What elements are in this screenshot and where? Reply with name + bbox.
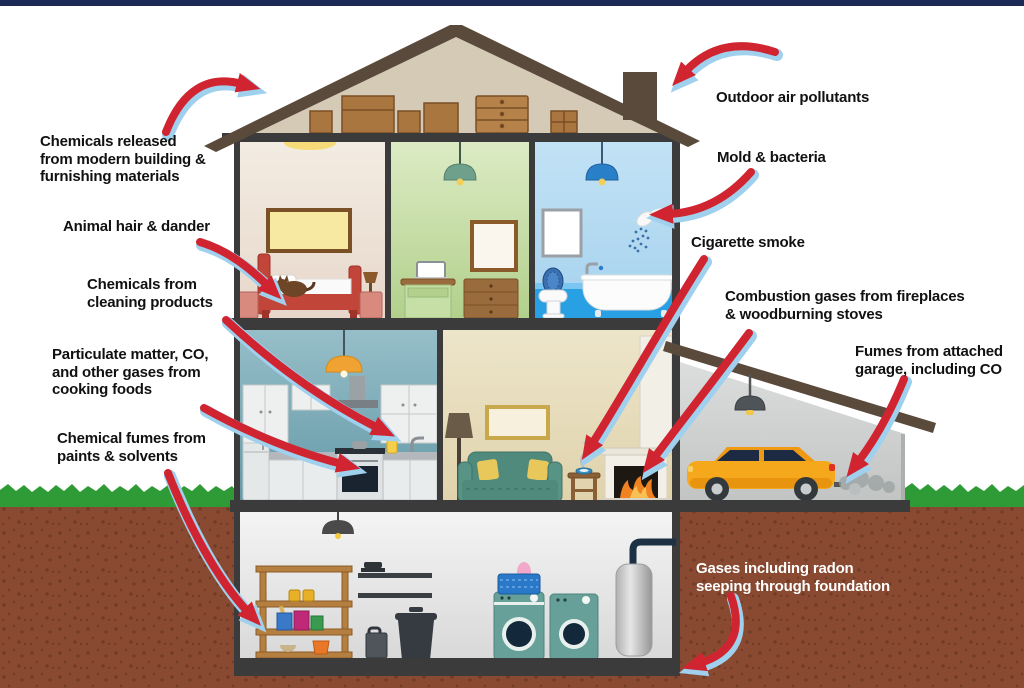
label-animal-hair: Animal hair & dander xyxy=(63,218,210,235)
wall-picture xyxy=(485,405,550,440)
arrow-outdoor-air-icon xyxy=(670,42,783,93)
bathroom-mirror xyxy=(541,208,583,258)
fire-flames-icon xyxy=(620,476,656,498)
nightstand-left xyxy=(237,291,259,319)
washing-machine xyxy=(493,591,545,661)
laptop-icon xyxy=(416,261,446,279)
headlight-icon xyxy=(688,466,693,472)
arrow-animal-hair-icon xyxy=(196,238,287,306)
second-floor xyxy=(237,136,674,319)
arrow-radon-icon xyxy=(679,592,744,677)
label-combustion-gases: Combustion gases from fireplaces & woodb… xyxy=(725,288,965,323)
label-cleaning-products: Chemicals from cleaning products xyxy=(87,276,213,311)
attic-boxes xyxy=(309,95,578,134)
arrow-paints-solvents-icon xyxy=(164,469,267,633)
arrow-building-materials-icon xyxy=(162,73,268,141)
arrow-combustion-icon xyxy=(641,329,757,481)
basement xyxy=(234,506,680,676)
pollutant-arrows xyxy=(162,42,912,677)
bedroom-office-wall xyxy=(385,142,391,318)
second-floor-slab xyxy=(230,318,677,330)
label-outdoor-air-pollutants: Outdoor air pollutants xyxy=(716,89,870,106)
top-border-bar xyxy=(0,0,1024,6)
office-picture xyxy=(470,220,518,272)
jars xyxy=(288,589,315,602)
shower-spray-icon xyxy=(628,227,650,253)
basement-floor xyxy=(234,658,680,676)
bathtub-icon xyxy=(580,262,674,317)
arrow-cooking-icon xyxy=(200,404,368,478)
basement-right-wall xyxy=(672,506,680,662)
paint-cans xyxy=(276,605,324,631)
label-cooking-gases: Particulate matter, CO, and other gases … xyxy=(52,346,209,399)
arrow-cigarette-icon xyxy=(581,255,712,468)
kitchen-pendant-lamp-icon xyxy=(325,330,363,378)
orange-basket xyxy=(312,640,330,655)
basement-left-wall xyxy=(234,506,240,662)
office-pendant-lamp-icon xyxy=(443,142,477,186)
table-lamp-icon xyxy=(363,272,378,283)
bowl xyxy=(280,645,296,652)
grass-left xyxy=(0,484,237,507)
office-bathroom-wall xyxy=(529,142,535,318)
label-paints-solvents: Chemical fumes from paints & solvents xyxy=(57,430,206,465)
attic xyxy=(204,25,700,152)
basement-pendant-lamp-icon xyxy=(322,512,354,539)
side-table xyxy=(567,472,601,502)
arrow-cleaning-products-icon xyxy=(222,316,402,442)
exhaust-pipe-icon xyxy=(834,482,841,487)
kitchen-living-wall xyxy=(437,330,443,500)
ground-floor-slab xyxy=(230,500,910,512)
laundry-basket xyxy=(497,562,541,595)
wall-shelves xyxy=(358,562,432,598)
garage-lamp-icon xyxy=(734,374,766,415)
label-building-materials: Chemicals released from modern building … xyxy=(40,133,206,186)
trash-can xyxy=(395,607,437,660)
attic-floor-slab xyxy=(222,133,684,142)
arrow-mold-icon xyxy=(646,168,759,229)
dryer xyxy=(549,593,599,661)
desk xyxy=(400,261,456,319)
bedroom-picture xyxy=(266,208,352,253)
arrow-garage-fumes-icon xyxy=(845,375,912,485)
grass-right xyxy=(905,483,1024,507)
sink-faucet-icon xyxy=(410,436,424,452)
jerry-can xyxy=(365,626,388,659)
dresser xyxy=(463,278,519,319)
nightstand-right xyxy=(359,272,383,319)
car xyxy=(687,447,895,501)
sofa xyxy=(457,451,563,503)
basement-room xyxy=(240,506,672,662)
label-radon-gases: Gases including radon seeping through fo… xyxy=(696,560,890,595)
bathroom-pendant-lamp-icon xyxy=(585,142,619,186)
toilet-icon xyxy=(538,267,568,319)
label-garage-fumes: Fumes from attached garage, including CO xyxy=(855,343,1003,378)
taillight-icon xyxy=(829,464,835,471)
label-cigarette-smoke: Cigarette smoke xyxy=(691,234,805,251)
water-heater xyxy=(615,538,676,657)
kettle-icon xyxy=(352,441,367,449)
label-mold-bacteria: Mold & bacteria xyxy=(717,149,826,166)
